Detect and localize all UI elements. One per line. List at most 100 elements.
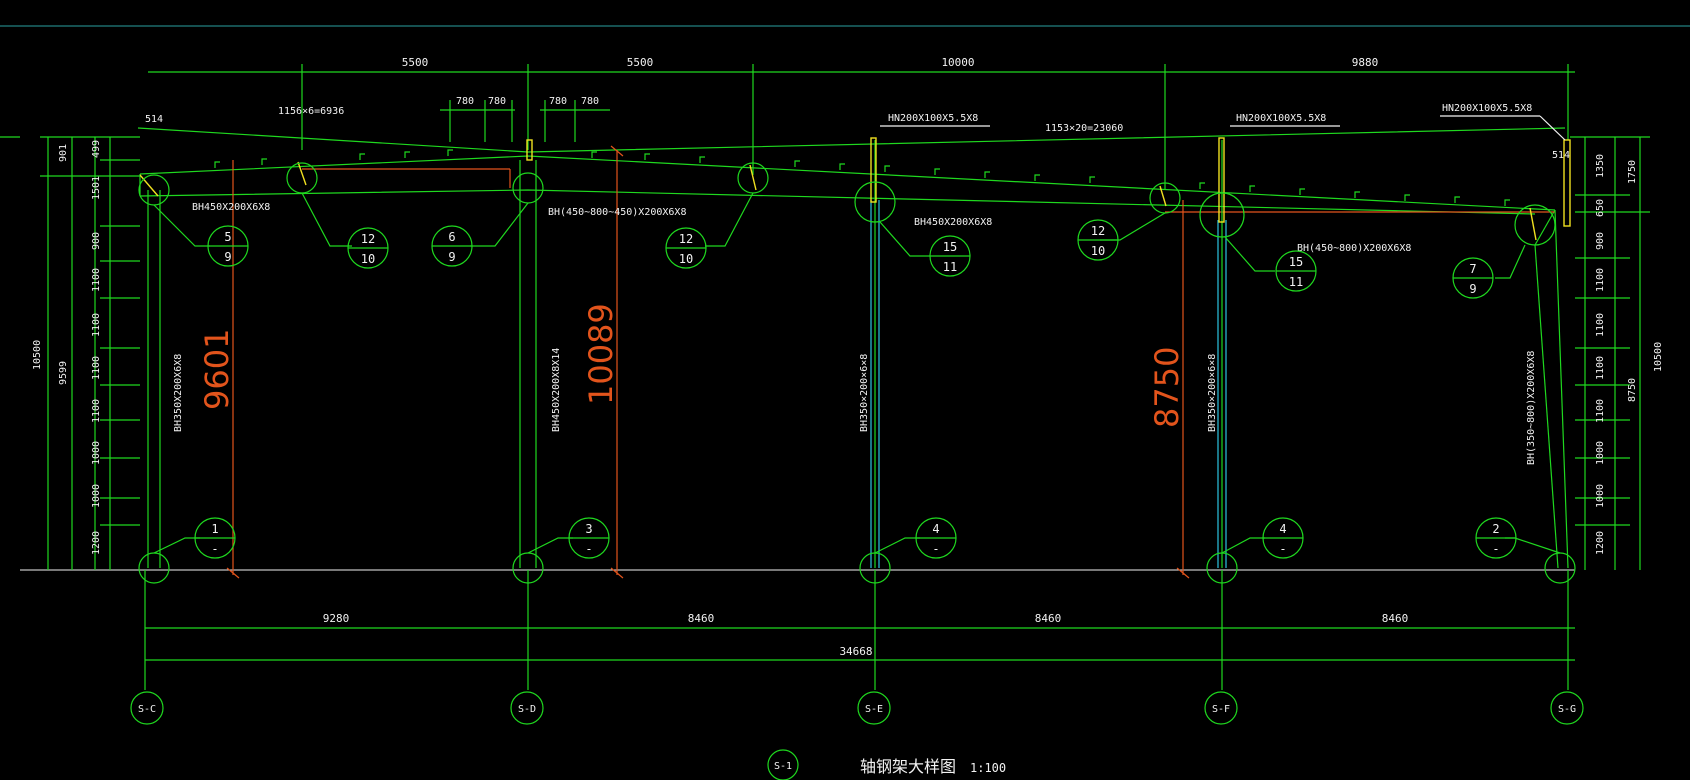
axis-bubble-s-g[interactable]: S-G	[1550, 691, 1584, 725]
bottom-span-1: 9280	[323, 612, 350, 625]
ridge-ticks	[440, 100, 610, 142]
label-leaders	[880, 115, 1566, 141]
height-dim-1: 9601	[198, 329, 236, 410]
column-label-s-e: BH350×200×6×8	[859, 354, 870, 432]
title-symbol: S-1	[774, 761, 792, 772]
top-dimension-line	[148, 64, 1575, 190]
detail-bubble-4[interactable]: 4 -	[1262, 517, 1304, 559]
top-span-3: 10000	[941, 56, 974, 69]
ridge-dim-1: 780	[456, 96, 474, 107]
detail-bubble-top: 4	[1279, 522, 1286, 536]
drawing-scale: 1:100	[970, 761, 1006, 775]
detail-bubble-bottom: 10	[361, 252, 375, 266]
left-seg-dim: 1000	[91, 441, 102, 465]
hn-posts	[139, 137, 1571, 241]
detail-bubble-bottom: 11	[1289, 275, 1303, 289]
detail-bubble-15-11[interactable]: 15 11	[1275, 250, 1317, 292]
hn-label-1: HN200X100X5.5X8	[888, 113, 978, 124]
roof-purlin-line	[137, 127, 1566, 153]
column-s-f	[1217, 140, 1227, 568]
rafter-label-1: BH450X200X6X8	[192, 202, 270, 213]
rafter-label-3: BH450X200X6X8	[914, 217, 992, 228]
detail-bubble-12-10[interactable]: 12 10	[347, 227, 389, 269]
detail-bubble-4[interactable]: 4 -	[915, 517, 957, 559]
axis-label: S-D	[518, 704, 536, 715]
title-symbol-circle	[767, 749, 799, 780]
detail-bubble-bottom: 9	[448, 250, 455, 264]
right-seg-dim: 900	[1595, 232, 1606, 250]
detail-bubble-top: 15	[943, 240, 957, 254]
height-dims	[226, 145, 1190, 579]
left-overall-dim: 10500	[32, 340, 43, 370]
detail-bubble-7-9[interactable]: 7 9	[1452, 257, 1494, 299]
detail-bubble-bottom: -	[585, 542, 592, 556]
detail-bubble-12-10[interactable]: 12 10	[665, 227, 707, 269]
detail-bubble-1[interactable]: 1 -	[194, 517, 236, 559]
left-seg-dim: 1100	[91, 313, 102, 337]
top-span-1: 5500	[402, 56, 429, 69]
axis-bubble-s-e[interactable]: S-E	[857, 691, 891, 725]
right-edge-dim: 514	[1552, 150, 1570, 161]
left-seg-dim: 499	[91, 140, 102, 158]
purlin-clips	[214, 149, 1510, 206]
left-top-small-dim: 901	[58, 144, 69, 162]
axis-bubble-s-d[interactable]: S-D	[510, 691, 544, 725]
detail-bubble-bottom: -	[211, 542, 218, 556]
detail-bubble-15-11[interactable]: 15 11	[929, 235, 971, 277]
left-edge-dim: 514	[145, 114, 163, 125]
detail-bubble-3[interactable]: 3 -	[568, 517, 610, 559]
left-seg-dim: 1100	[91, 356, 102, 380]
hn-label-3: HN200X100X5.5X8	[1442, 103, 1532, 114]
right-seg-dim: 1100	[1595, 356, 1606, 380]
top-span-4: 9880	[1352, 56, 1379, 69]
detail-bubble-top: 12	[361, 232, 375, 246]
detail-bubble-top: 6	[448, 230, 455, 244]
column-s-d	[519, 160, 537, 568]
right-seg-dim: 1200	[1595, 531, 1606, 555]
column-label-s-f: BH350×200×6×8	[1207, 354, 1218, 432]
right-sub-dim: 8750	[1627, 378, 1638, 402]
detail-bubble-bottom: 9	[224, 250, 231, 264]
detail-leaders	[153, 192, 1561, 554]
detail-bubble-5-9[interactable]: 5 9	[207, 225, 249, 267]
axis-bubble-s-c[interactable]: S-C	[130, 691, 164, 725]
detail-bubble-6-9[interactable]: 6 9	[431, 225, 473, 267]
right-top-small-dim: 1750	[1627, 160, 1638, 184]
rafter-label-4: BH(450~800)X200X6X8	[1297, 243, 1411, 254]
bottom-span-3: 8460	[1035, 612, 1062, 625]
detail-bubble-top: 15	[1289, 255, 1303, 269]
detail-bubble-2[interactable]: 2 -	[1475, 517, 1517, 559]
detail-bubble-bottom: -	[932, 542, 939, 556]
left-seg-dim: 1100	[91, 268, 102, 292]
right-seg-dim: 1350	[1595, 154, 1606, 178]
column-label-s-c: BH350X200X6X8	[173, 354, 184, 432]
left-dimension-lines	[0, 136, 140, 570]
detail-bubble-top: 3	[585, 522, 592, 536]
detail-bubble-12-10[interactable]: 12 10	[1077, 219, 1119, 261]
detail-bubble-bottom: 9	[1469, 282, 1476, 296]
right-seg-dim: 650	[1595, 199, 1606, 217]
bottom-total-dim: 34668	[839, 645, 872, 658]
detail-bubble-top: 12	[1091, 224, 1105, 238]
left-seg-dim: 900	[91, 232, 102, 250]
right-overall-dim: 10500	[1653, 342, 1664, 372]
bottom-dimension-lines	[144, 570, 1575, 690]
detail-bubble-top: 1	[211, 522, 218, 536]
purlin-right-dim: 1153×20=23060	[1045, 123, 1123, 134]
detail-bubble-bottom: -	[1279, 542, 1286, 556]
detail-bubble-top: 2	[1492, 522, 1499, 536]
ridge-dim-3: 780	[549, 96, 567, 107]
right-seg-dim: 1100	[1595, 313, 1606, 337]
ridge-dim-2: 780	[488, 96, 506, 107]
detail-bubble-bottom: 10	[679, 252, 693, 266]
column-s-c	[147, 190, 161, 568]
left-seg-dim: 1000	[91, 484, 102, 508]
hn-label-2: HN200X100X5.5X8	[1236, 113, 1326, 124]
left-seg-dim: 1501	[91, 176, 102, 200]
drawing-title-block: S-1 轴钢架大样图 1:100	[767, 749, 1006, 780]
column-s-g	[1534, 209, 1569, 569]
height-dim-2: 10089	[582, 303, 620, 405]
axis-bubble-s-f[interactable]: S-F	[1204, 691, 1238, 725]
left-sub-dim: 9599	[58, 361, 69, 385]
